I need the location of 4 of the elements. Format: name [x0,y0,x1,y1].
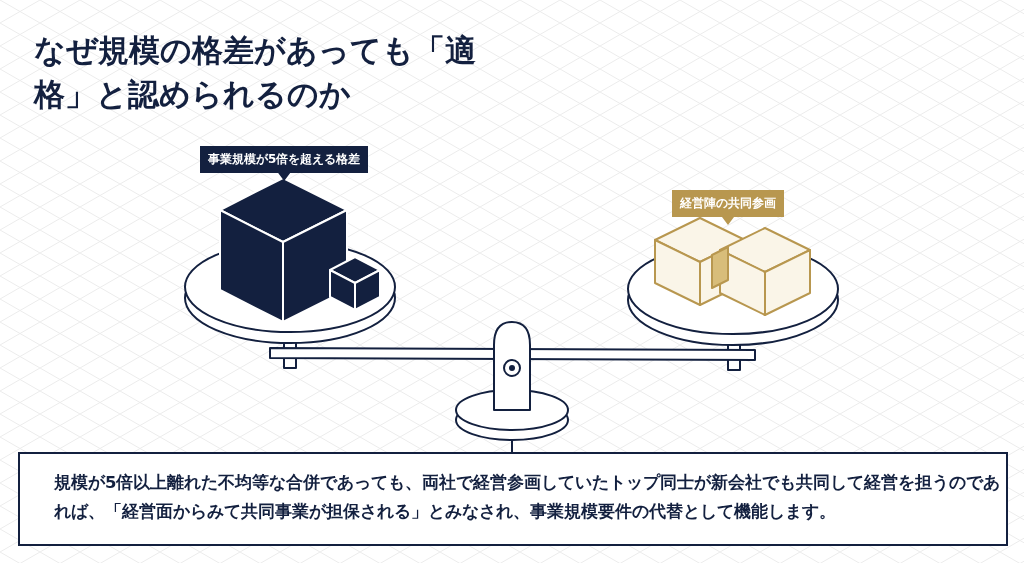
explanation-panel: 規模が5倍以上離れた不均等な合併であっても、両社で経営参画していたトップ同士が新会社でも共同して経営を担うのであれば、「経営面からみて共同事業が担保される」とみなされ、事業規模要件の代替として機能します。 [18,452,1008,546]
page-title: なぜ規模の格差があっても「適格」と認められるのか [34,31,477,114]
balance-scale-drawing [184,177,839,441]
connector-line [511,439,513,453]
